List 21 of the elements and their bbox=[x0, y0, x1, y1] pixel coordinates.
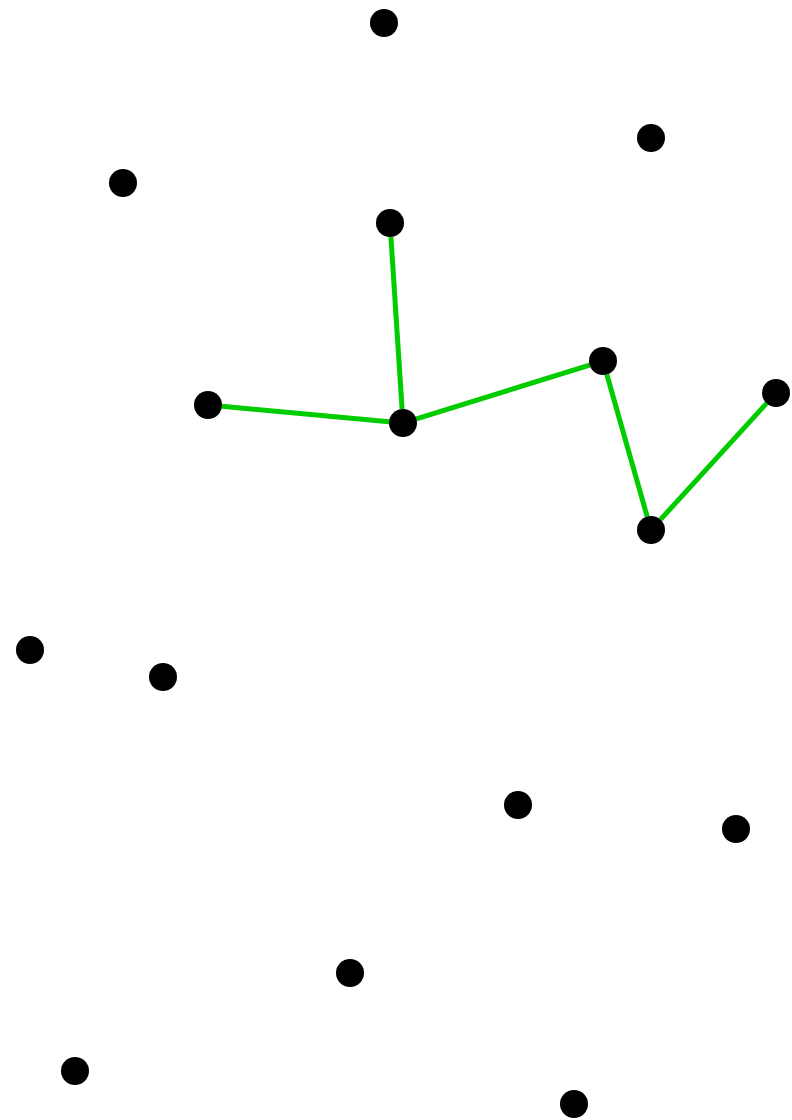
dot bbox=[637, 516, 665, 544]
dot bbox=[504, 791, 532, 819]
dot bbox=[16, 636, 44, 664]
connector-line bbox=[604, 373, 650, 518]
dot bbox=[376, 209, 404, 237]
dot bbox=[370, 9, 398, 37]
dot bbox=[61, 1057, 89, 1085]
dot bbox=[389, 409, 417, 437]
dot bbox=[560, 1090, 588, 1118]
dot bbox=[109, 169, 137, 197]
connector-line bbox=[658, 401, 769, 522]
connector-line bbox=[388, 236, 405, 410]
dot bbox=[194, 391, 222, 419]
connector-line bbox=[415, 362, 591, 422]
dot bbox=[589, 347, 617, 375]
dot bbox=[762, 379, 790, 407]
connector-line bbox=[221, 403, 390, 425]
dot bbox=[149, 663, 177, 691]
dot bbox=[637, 124, 665, 152]
dot bbox=[722, 815, 750, 843]
dot bbox=[336, 959, 364, 987]
